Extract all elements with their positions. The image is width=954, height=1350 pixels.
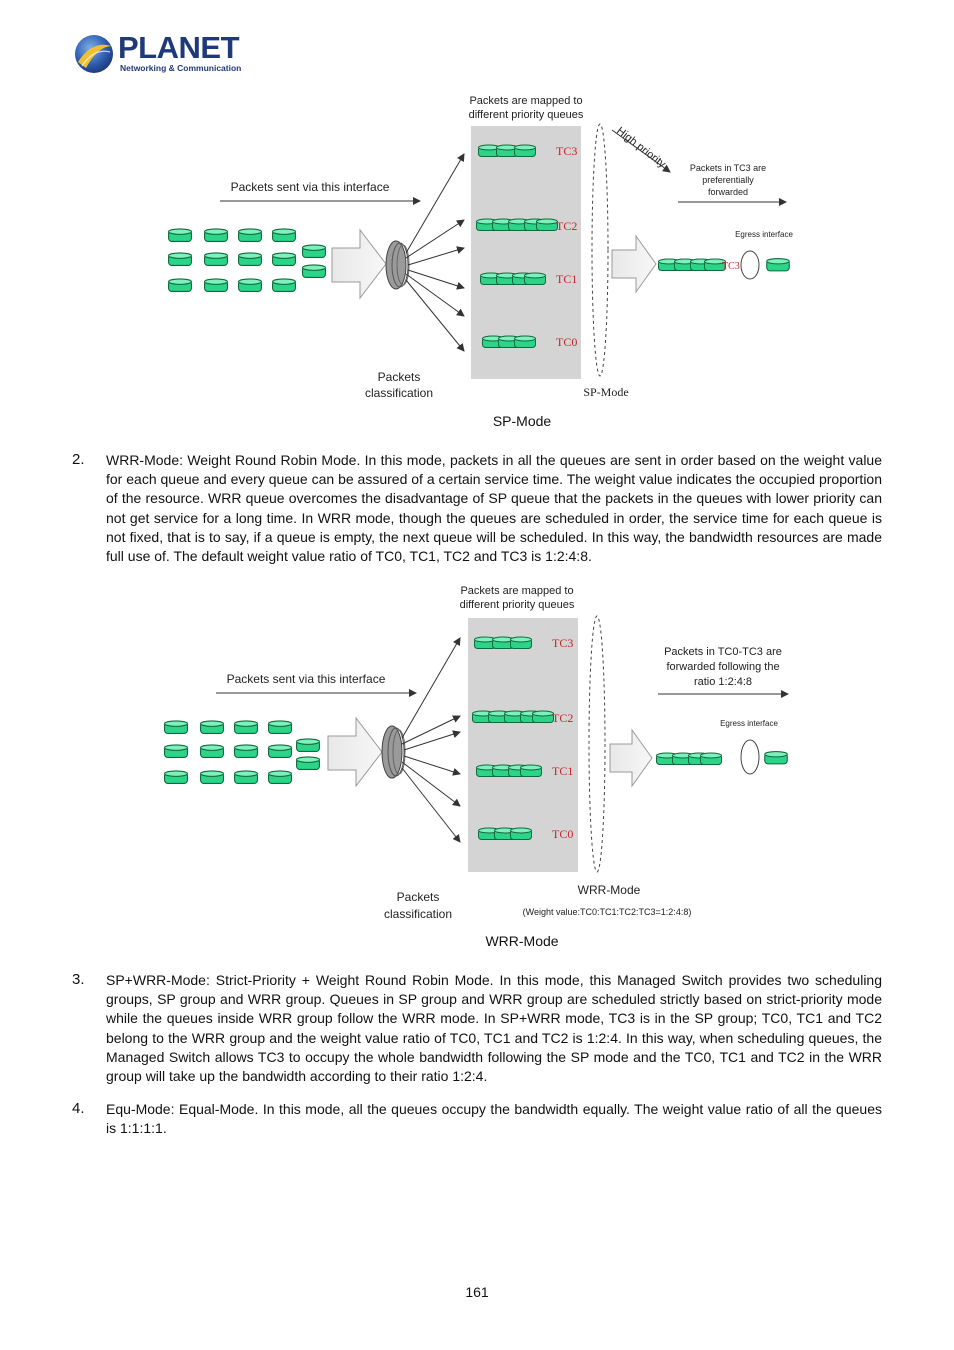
- tc3-label: TC3: [556, 144, 577, 158]
- egress-ring: [740, 739, 760, 775]
- tc1-label: TC1: [556, 272, 577, 286]
- output-packets: [658, 258, 726, 272]
- mapped-title-line1: Packets are mapped to: [469, 95, 582, 107]
- wrr-mode-diagram: Packets are mapped to different priority…: [160, 580, 810, 925]
- tc2-label: TC2: [556, 219, 577, 233]
- input-packets: [164, 720, 320, 785]
- mode-label: SP-Mode: [583, 385, 628, 399]
- forward-line2: preferentially: [702, 175, 754, 185]
- scheduler-ring: [588, 615, 606, 873]
- list-item-number: 4.: [72, 1100, 85, 1117]
- queue-tc2: [472, 710, 554, 724]
- queue-tc3: [478, 144, 536, 158]
- classification-line2: classification: [384, 907, 452, 921]
- tc3-label: TC3: [552, 636, 573, 650]
- queue-tc1: [476, 764, 542, 778]
- classifier-spool: [385, 240, 410, 290]
- classification-line1: Packets: [397, 890, 440, 904]
- queue-tc0: [482, 335, 536, 349]
- queue-tc1: [480, 272, 546, 286]
- list-item-number: 3.: [72, 971, 85, 988]
- classifier-spool: [381, 725, 406, 779]
- queue-tc2: [476, 218, 558, 232]
- weight-note: (Weight value:TC0:TC1:TC2:TC3=1:2:4:8): [523, 907, 692, 917]
- list-item-equ: 4. Equ-Mode: Equal-Mode. In this mode, a…: [72, 1100, 882, 1138]
- page-number: 161: [465, 1284, 489, 1300]
- tc1-label: TC1: [552, 764, 573, 778]
- classification-line2: classification: [365, 386, 433, 400]
- tc0-label: TC0: [556, 335, 577, 349]
- mapped-title-line2: different priority queues: [469, 109, 584, 121]
- wrr-mode-caption: WRR-Mode: [485, 933, 559, 949]
- egress-label: Egress interface: [720, 719, 778, 728]
- mapped-title-line2: different priority queues: [460, 599, 575, 611]
- egress-ring: [740, 250, 760, 280]
- list-item-wrr: 2. WRR-Mode: Weight Round Robin Mode. In…: [72, 451, 882, 566]
- brand-tagline: Networking & Communication: [120, 63, 242, 73]
- sp-mode-diagram: Packets are mapped to different priority…: [160, 88, 810, 408]
- output-packets: [656, 752, 722, 766]
- input-packets: [168, 228, 326, 293]
- mapped-title-line1: Packets are mapped to: [460, 585, 573, 597]
- egress-label: Egress interface: [735, 230, 793, 239]
- forward-line3: ratio 1:2:4:8: [694, 676, 752, 688]
- list-item-text: SP+WRR-Mode: Strict-Priority + Weight Ro…: [106, 972, 882, 1085]
- list-item-text: Equ-Mode: Equal-Mode. In this mode, all …: [106, 1101, 882, 1137]
- forward-line1: Packets in TC0-TC3 are: [664, 646, 782, 658]
- high-priority-label: High priority: [614, 125, 668, 171]
- forward-line2: forwarded following the: [666, 661, 779, 673]
- list-item-sp-wrr: 3. SP+WRR-Mode: Strict-Priority + Weight…: [72, 971, 882, 1086]
- planet-logo: PLANET Networking & Communication: [72, 30, 242, 78]
- egress-tc-label: TC3: [722, 261, 740, 272]
- brand-name: PLANET: [118, 30, 240, 65]
- sp-mode-caption: SP-Mode: [492, 413, 552, 429]
- sent-label: Packets sent via this interface: [227, 672, 386, 686]
- sent-label: Packets sent via this interface: [231, 180, 390, 194]
- forward-line3: forwarded: [708, 187, 748, 197]
- list-item-text: WRR-Mode: Weight Round Robin Mode. In th…: [106, 452, 882, 565]
- tc0-label: TC0: [552, 827, 573, 841]
- list-item-number: 2.: [72, 451, 85, 468]
- globe-icon: [75, 35, 113, 73]
- queue-tc3: [474, 636, 532, 650]
- tc2-label: TC2: [552, 711, 573, 725]
- queue-tc0: [478, 827, 532, 841]
- mode-label: WRR-Mode: [578, 883, 641, 897]
- classification-line1: Packets: [378, 370, 421, 384]
- scheduler-ring: [591, 123, 609, 377]
- forward-line1: Packets in TC3 are: [690, 163, 766, 173]
